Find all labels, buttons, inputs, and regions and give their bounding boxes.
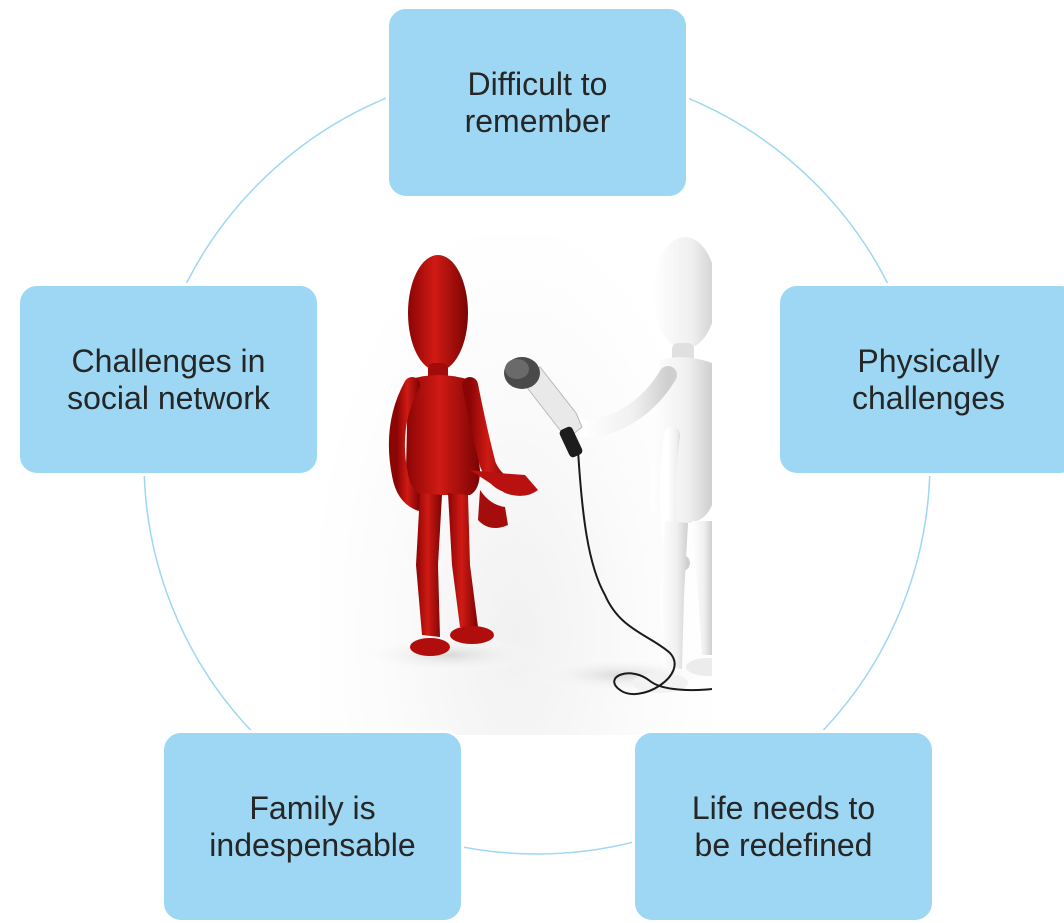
interview-illustration bbox=[320, 235, 761, 735]
white-figure bbox=[573, 237, 730, 693]
cycle-node-family-is-indespensable: Family is indespensable bbox=[161, 730, 464, 923]
cycle-node-challenges-in-social-network: Challenges in social network bbox=[17, 283, 320, 476]
microphone-icon bbox=[504, 357, 761, 696]
cycle-node-life-needs-to-be-redefined: Life needs to be redefined bbox=[632, 730, 935, 923]
red-figure bbox=[388, 255, 538, 656]
cycle-node-physically-challenges: Physically challenges bbox=[777, 283, 1064, 476]
cycle-node-difficult-to-remember: Difficult to remember bbox=[386, 6, 689, 199]
